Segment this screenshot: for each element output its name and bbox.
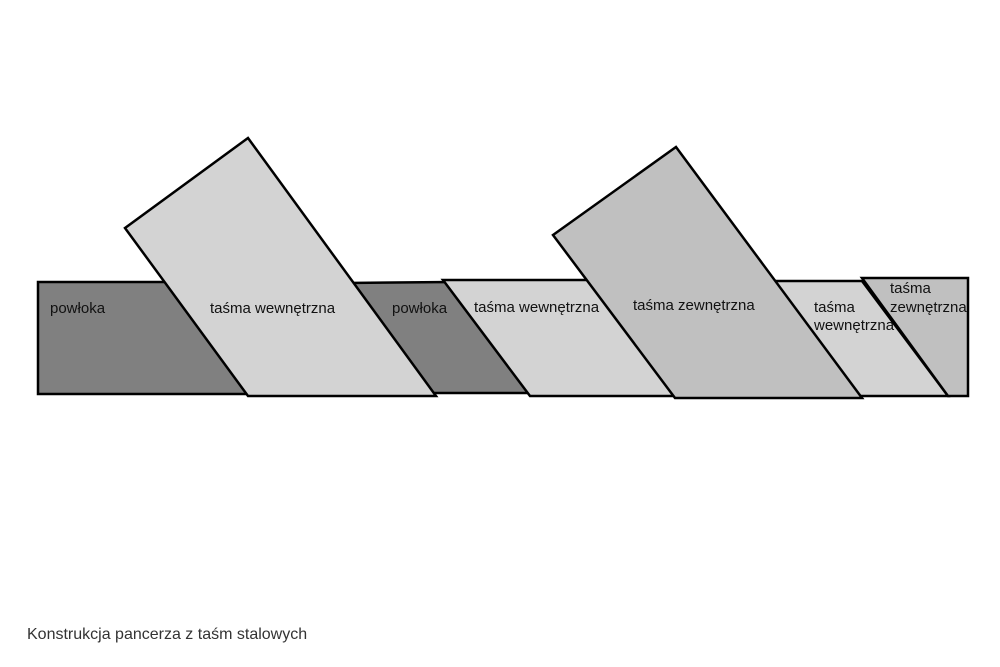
label-outer-tape-1: taśma zewnętrzna [633,297,755,314]
figure-caption: Konstrukcja pancerza z taśm stalowych [27,626,308,643]
label-outer-tape-2-line2: zewnętrzna [890,299,967,316]
label-coating-1: powłoka [50,300,106,317]
outer-tape-segment-2 [859,276,970,398]
label-coating-2: powłoka [392,300,448,317]
label-inner-tape-3-line1: taśma [814,299,856,316]
outer-tape-segment-1 [551,145,865,400]
label-inner-tape-3-line2: wewnętrzna [813,317,895,334]
inner-tape-segment-1 [123,136,439,398]
label-outer-tape-2-line1: taśma [890,280,932,297]
label-inner-tape-1: taśma wewnętrzna [210,300,336,317]
label-inner-tape-2: taśma wewnętrzna [474,299,600,316]
